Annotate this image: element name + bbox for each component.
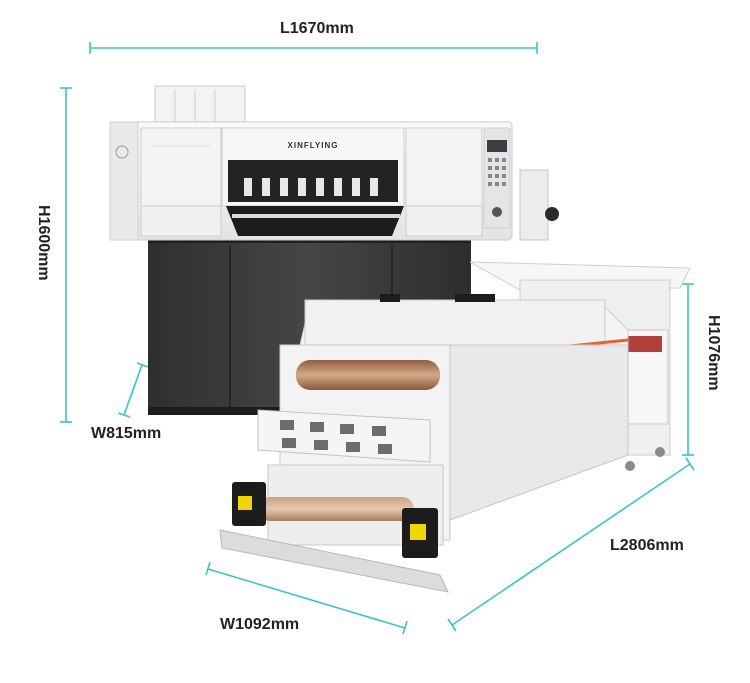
conveyor-belt (296, 360, 440, 390)
shaker-handle (455, 294, 495, 302)
label-printer-length: L1670mm (280, 20, 354, 37)
label-printer-height: H1600mm (35, 205, 52, 281)
brand-logo: XINFLYING (288, 141, 339, 150)
label-shaker-width: W1092mm (220, 616, 300, 633)
shaker-top-cover (304, 299, 606, 349)
film-roll (258, 497, 414, 521)
label-printer-width: W815mm (91, 425, 162, 442)
lcd-screen (487, 140, 507, 152)
label-shaker-height: H1076mm (705, 315, 722, 391)
print-head-carriage (228, 160, 398, 202)
label-shaker-length: L2806mm (610, 537, 684, 554)
powder-shaker (219, 279, 671, 593)
dimension-lines (60, 42, 695, 635)
